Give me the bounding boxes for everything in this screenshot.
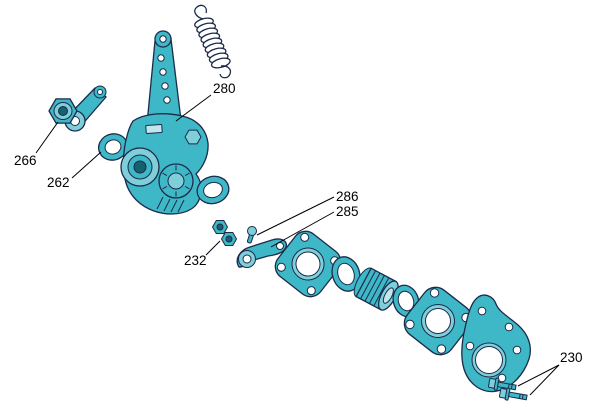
return-spring (194, 4, 232, 79)
gear-tooth (162, 172, 168, 177)
cam-lever-eye-hole (242, 254, 252, 264)
spring-hook-bottom (219, 65, 232, 79)
spline-rib (373, 277, 390, 307)
flange-bolt-hole (436, 344, 447, 354)
worm-threads (156, 196, 185, 213)
worm-gear-hub (167, 172, 185, 190)
worm-thread (163, 198, 171, 212)
bracket-big-hole (475, 346, 503, 374)
flange-bolt-hole (405, 319, 415, 330)
seal-ring-1 (331, 256, 361, 292)
leader-262 (71, 151, 102, 179)
leader-280 (175, 94, 212, 122)
bolt-thread (510, 384, 513, 390)
arm-tip-hole (159, 35, 167, 43)
housing-nameplate (145, 124, 163, 134)
callout-label-280: 280 (213, 81, 236, 96)
flange-center-hole (295, 251, 321, 277)
leader-266 (35, 121, 59, 154)
bushing-hole (203, 181, 223, 199)
arm-hole (157, 54, 165, 62)
spline-rib (360, 270, 377, 300)
washer-hole (104, 139, 122, 155)
gear-tooth (184, 172, 190, 177)
flange-plate-2 (403, 286, 473, 356)
slack-adjuster-body (120, 30, 209, 215)
mounting-bolt (498, 387, 528, 401)
arm-hole (159, 68, 167, 76)
cam-lever-285 (236, 238, 287, 268)
anchor-bracket (461, 294, 532, 393)
worm-thread (170, 199, 178, 213)
callout-label-286: 286 (336, 189, 359, 204)
flange-center-hole (425, 308, 451, 334)
bolt-shaft (507, 391, 528, 401)
lock-nuts-232 (211, 220, 238, 246)
housing-hex-boss (184, 129, 202, 145)
leader-286 (256, 196, 335, 236)
ring-hole (397, 290, 415, 312)
flange-bolt-hole (429, 288, 440, 298)
bracket-hole (465, 341, 475, 351)
arm-hole (163, 96, 171, 104)
bushing-ring (196, 175, 230, 205)
spring-coil (210, 57, 231, 69)
nut-hole (58, 106, 68, 116)
leader-230-lower (529, 364, 560, 396)
leader-232 (205, 240, 221, 256)
spline-rib (368, 275, 385, 304)
leader-285 (270, 211, 335, 248)
lock-nut-hole (216, 223, 224, 231)
lock-nut-hole (225, 235, 233, 243)
bracket-hole (497, 373, 507, 383)
gear-tooth (184, 185, 190, 190)
bracket-hole (504, 322, 514, 332)
callout-label-262: 262 (47, 175, 70, 190)
callout-label-266: 266 (14, 153, 37, 168)
pin-head (247, 226, 257, 236)
callout-label-232: 232 (184, 253, 207, 268)
bushing-front-hole (382, 287, 394, 304)
callout-label-285: 285 (336, 204, 359, 219)
bolt-thread (521, 394, 524, 400)
arm-hole (161, 82, 169, 90)
adjuster-arm (146, 38, 182, 125)
bracket-hole (512, 345, 522, 355)
callout-label-230: 230 (560, 350, 583, 365)
spline-rib (364, 272, 381, 302)
callout-lines (35, 94, 560, 396)
pawl-end-hole (97, 89, 103, 95)
worm-thread (156, 196, 164, 210)
bracket-hole (477, 306, 487, 316)
bolt-thread (518, 393, 521, 399)
washer-262 (97, 133, 129, 161)
gear-teeth (162, 165, 190, 197)
hex-nut-266 (48, 98, 78, 124)
gear-tooth (162, 185, 168, 190)
flange-bolt-hole (306, 286, 316, 296)
pin-286 (246, 226, 257, 244)
mounting-bolt (487, 377, 517, 391)
cam-bore-hole (133, 160, 147, 174)
spring-hook-top (194, 4, 208, 20)
ring-hole (337, 262, 355, 286)
flange-bolt-hole (300, 232, 310, 242)
flange-bolt-hole (276, 262, 286, 272)
leader-230-upper (517, 364, 560, 387)
worm-thread (177, 199, 185, 213)
